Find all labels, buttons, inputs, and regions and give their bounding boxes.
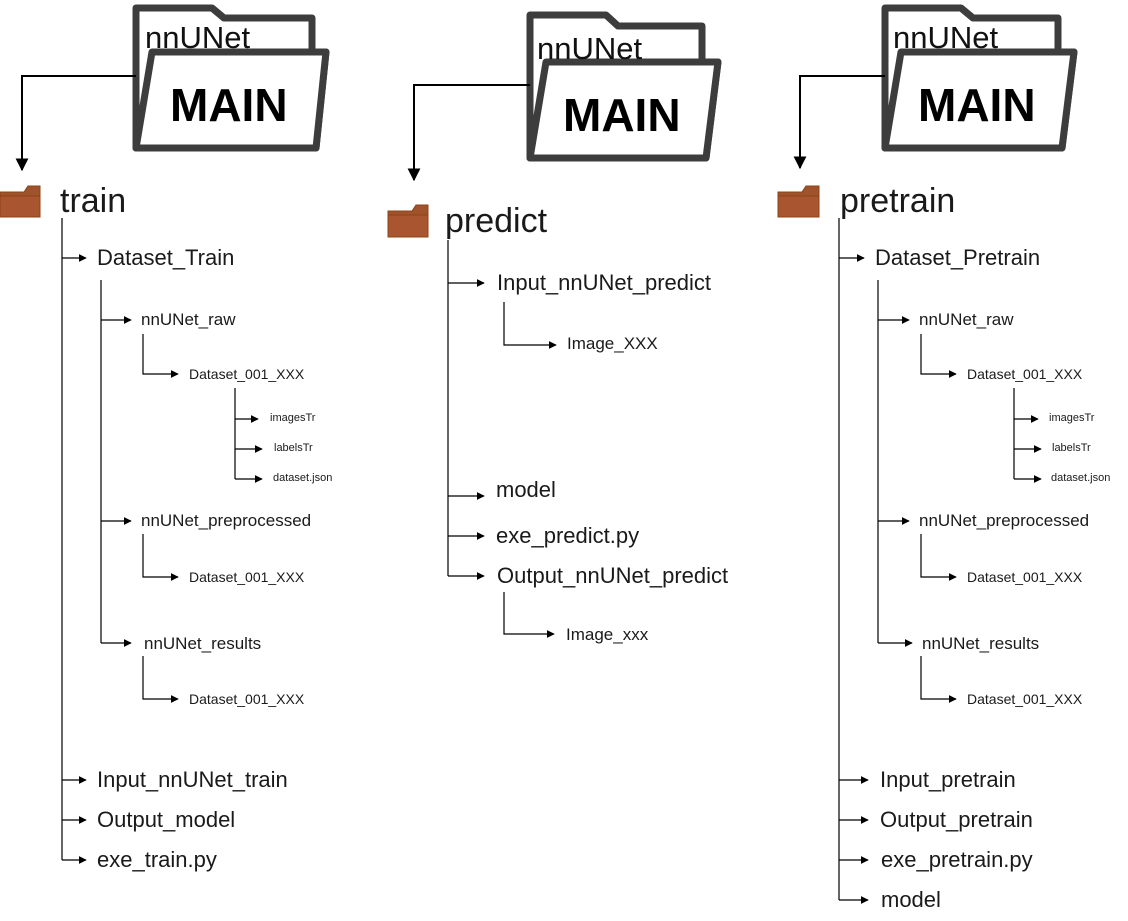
pretrain-model-label: model bbox=[881, 887, 941, 912]
train-res-child-connector bbox=[142, 656, 179, 703]
train-labels-label: labelsTr bbox=[274, 442, 313, 454]
train-pre-child-connector bbox=[142, 534, 179, 581]
train-json-label: dataset.json bbox=[273, 472, 333, 484]
main-folder-top-label: nnUNet bbox=[537, 31, 643, 66]
predict-output-label: Output_nnUNet_predict bbox=[497, 563, 729, 588]
main-folder-word: MAIN bbox=[563, 89, 681, 141]
pretrain-dataset-label: Dataset_Pretrain bbox=[875, 245, 1041, 270]
pretrain-folder-icon bbox=[777, 185, 820, 218]
main-folder-icon-train bbox=[132, 4, 330, 152]
pretrain-output-label: Output_pretrain bbox=[880, 807, 1033, 832]
train-raw-label: nnUNet_raw bbox=[141, 310, 236, 329]
train-folder-icon bbox=[0, 185, 41, 218]
train-res-dataset-label: Dataset_001_XXX bbox=[189, 691, 305, 707]
predict-model-label: model bbox=[496, 477, 556, 502]
train-dataset-label: Dataset_Train bbox=[97, 245, 235, 270]
pretrain-res-child-connector bbox=[920, 656, 957, 703]
pretrain-results-label: nnUNet_results bbox=[922, 634, 1040, 653]
predict-output-child-connector bbox=[503, 592, 555, 638]
main-to-pretrain-arrow bbox=[793, 75, 885, 170]
train-root-label: train bbox=[60, 182, 127, 220]
train-images-label: imagesTr bbox=[270, 412, 316, 424]
predict-input-label: Input_nnUNet_predict bbox=[497, 270, 712, 295]
main-folder-word: MAIN bbox=[918, 79, 1036, 131]
train-exe-label: exe_train.py bbox=[97, 847, 217, 872]
predict-input-child-label: Image_XXX bbox=[567, 334, 658, 353]
predict-output-child-label: Image_xxx bbox=[566, 625, 649, 644]
predict-folder-icon bbox=[387, 204, 429, 238]
pretrain-input-label: Input_pretrain bbox=[880, 767, 1016, 792]
train-output-label: Output_model bbox=[97, 807, 236, 832]
main-to-predict-arrow bbox=[407, 84, 530, 182]
pretrain-raw-dataset-label: Dataset_001_XXX bbox=[967, 366, 1083, 382]
pretrain-raw-label: nnUNet_raw bbox=[919, 310, 1014, 329]
predict-root-label: predict bbox=[445, 202, 548, 240]
train-pre-dataset-label: Dataset_001_XXX bbox=[189, 569, 305, 585]
pretrain-json-label: dataset.json bbox=[1051, 472, 1111, 484]
train-raw-child-connector bbox=[142, 334, 179, 378]
train-preprocessed-label: nnUNet_preprocessed bbox=[141, 511, 312, 530]
pretrain-pre-child-connector bbox=[920, 534, 957, 581]
pretrain-images-label: imagesTr bbox=[1049, 412, 1095, 424]
predict-exe-label: exe_predict.py bbox=[496, 523, 640, 548]
pretrain-raw-child-connector bbox=[920, 334, 957, 378]
main-folder-word: MAIN bbox=[170, 79, 288, 131]
pretrain-root-label: pretrain bbox=[840, 182, 956, 220]
main-folder-icon-predict bbox=[526, 11, 722, 162]
pretrain-exe-label: exe_pretrain.py bbox=[881, 847, 1033, 872]
pretrain-labels-label: labelsTr bbox=[1052, 442, 1091, 454]
pretrain-pre-dataset-label: Dataset_001_XXX bbox=[967, 569, 1083, 585]
train-input-label: Input_nnUNet_train bbox=[97, 767, 288, 792]
predict-input-child-connector bbox=[503, 302, 557, 349]
main-folder-icon-pretrain bbox=[881, 4, 1078, 152]
pretrain-preprocessed-label: nnUNet_preprocessed bbox=[919, 511, 1090, 530]
pretrain-res-dataset-label: Dataset_001_XXX bbox=[967, 691, 1083, 707]
main-to-train-arrow bbox=[15, 75, 136, 172]
train-results-label: nnUNet_results bbox=[144, 634, 262, 653]
main-folder-top-label: nnUNet bbox=[145, 20, 251, 55]
main-folder-top-label: nnUNet bbox=[893, 20, 999, 55]
train-raw-dataset-label: Dataset_001_XXX bbox=[189, 366, 305, 382]
